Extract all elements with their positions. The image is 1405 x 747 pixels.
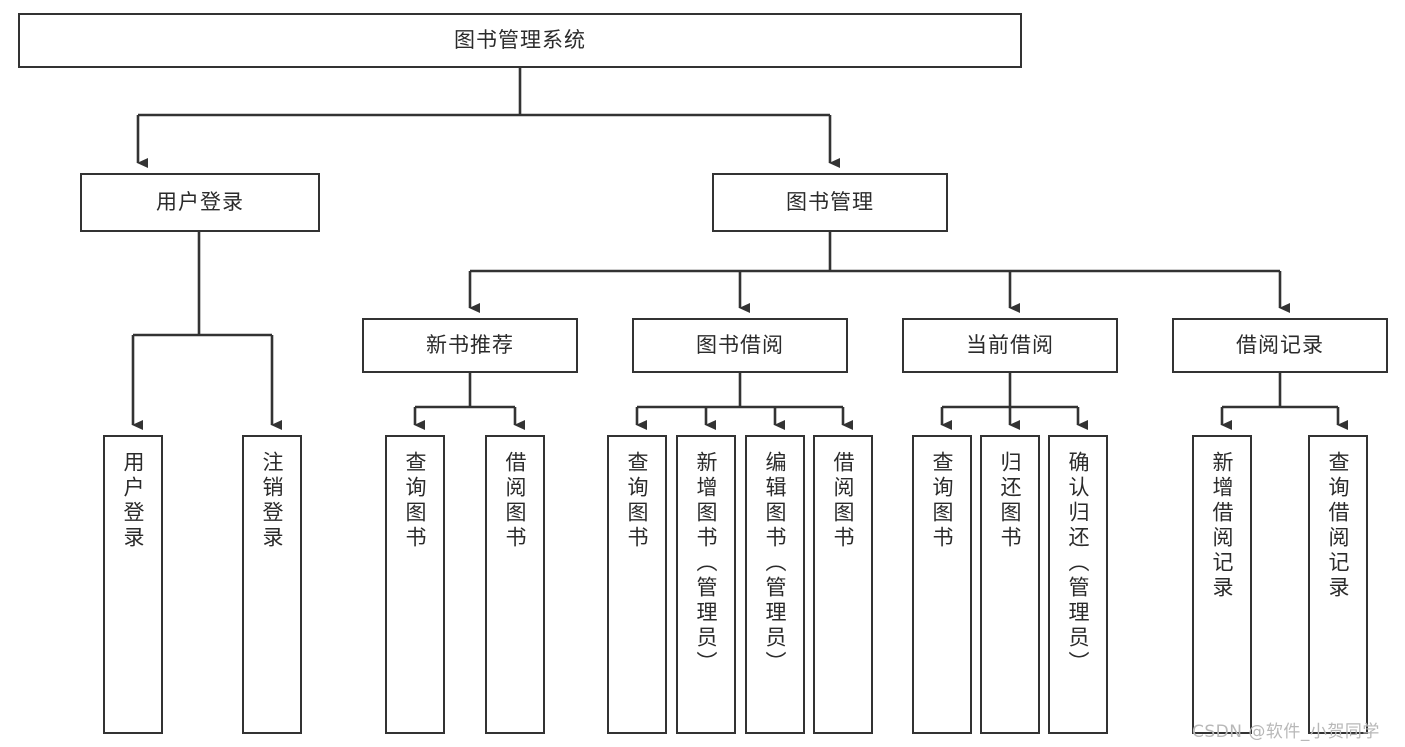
leaf-borrow-books-2[interactable]: 新增图书（管理员）: [676, 435, 736, 734]
leaf-label: 用户登录: [121, 451, 146, 551]
leaf-current-borrow-3[interactable]: 确认归还（管理员）: [1048, 435, 1108, 734]
node-book-borrow[interactable]: 图书借阅: [632, 318, 848, 373]
leaf-borrow-books-1[interactable]: 查询图书: [607, 435, 667, 734]
leaf-new-books-1[interactable]: 查询图书: [385, 435, 445, 734]
leaf-new-books-2[interactable]: 借阅图书: [485, 435, 545, 734]
node-root-system[interactable]: 图书管理系统: [18, 13, 1022, 68]
node-label: 当前借阅: [966, 333, 1054, 358]
node-label: 新书推荐: [426, 333, 514, 358]
node-user-login[interactable]: 用户登录: [80, 173, 320, 232]
leaf-label: 新增借阅记录: [1210, 451, 1235, 601]
leaf-label: 编辑图书（管理员）: [763, 451, 788, 676]
leaf-label: 借阅图书: [503, 451, 528, 551]
leaf-label: 查询图书: [403, 451, 428, 551]
leaf-label: 注销登录: [260, 451, 285, 551]
node-new-book-recommend[interactable]: 新书推荐: [362, 318, 578, 373]
leaf-borrow-books-4[interactable]: 借阅图书: [813, 435, 873, 734]
node-label: 图书管理系统: [454, 28, 586, 53]
node-label: 用户登录: [156, 190, 244, 215]
node-borrow-record[interactable]: 借阅记录: [1172, 318, 1388, 373]
leaf-current-borrow-2[interactable]: 归还图书: [980, 435, 1040, 734]
leaf-label: 借阅图书: [831, 451, 856, 551]
leaf-label: 确认归还（管理员）: [1066, 451, 1091, 676]
leaf-borrow-books-3[interactable]: 编辑图书（管理员）: [745, 435, 805, 734]
leaf-label: 查询图书: [930, 451, 955, 551]
node-current-borrow[interactable]: 当前借阅: [902, 318, 1118, 373]
node-book-management[interactable]: 图书管理: [712, 173, 948, 232]
leaf-user-login-2[interactable]: 注销登录: [242, 435, 302, 734]
leaf-borrow-records-2[interactable]: 查询借阅记录: [1308, 435, 1368, 734]
leaf-label: 查询图书: [625, 451, 650, 551]
leaf-label: 归还图书: [998, 451, 1023, 551]
node-label: 图书借阅: [696, 333, 784, 358]
node-label: 图书管理: [786, 190, 874, 215]
leaf-label: 新增图书（管理员）: [694, 451, 719, 676]
leaf-user-login-1[interactable]: 用户登录: [103, 435, 163, 734]
node-label: 借阅记录: [1236, 333, 1324, 358]
leaf-current-borrow-1[interactable]: 查询图书: [912, 435, 972, 734]
leaf-borrow-records-1[interactable]: 新增借阅记录: [1192, 435, 1252, 734]
leaf-label: 查询借阅记录: [1326, 451, 1351, 601]
